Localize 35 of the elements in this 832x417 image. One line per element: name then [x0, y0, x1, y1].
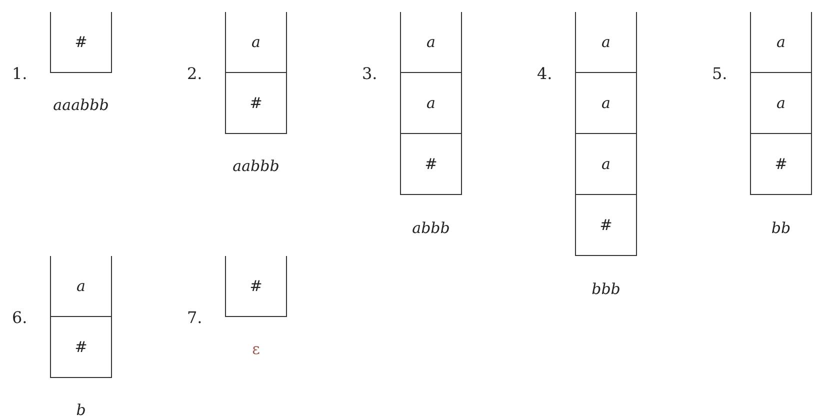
step-number: 1. [12, 64, 28, 83]
stack-cell: # [51, 12, 111, 72]
step-number: 2. [187, 64, 202, 83]
step-number: 7. [187, 308, 202, 327]
stack-cell: # [576, 194, 636, 255]
step-number: 4. [537, 64, 552, 83]
stack-cell: a [401, 72, 461, 133]
input-string: aabbb [232, 157, 280, 175]
input-string: abbb [412, 218, 450, 236]
stack-cell: # [226, 256, 286, 316]
stack [225, 12, 287, 134]
stack-cell: a [51, 256, 111, 316]
stack-cell: a [576, 12, 636, 72]
stack-cell: a [751, 12, 811, 72]
input-string: bb [771, 218, 791, 236]
stack-cell: a [226, 12, 286, 72]
step-number: 3. [362, 64, 378, 83]
stack [575, 12, 637, 256]
stack [400, 12, 462, 195]
input-string: ε [252, 340, 260, 358]
stack-cell: a [401, 12, 461, 72]
stack-cell: # [401, 133, 461, 194]
step-number: 6. [12, 308, 28, 327]
step-number: 5. [712, 64, 728, 83]
input-string: b [76, 401, 86, 417]
stack [750, 12, 812, 195]
stack-cell: # [51, 316, 111, 377]
stack-cell: # [226, 72, 286, 133]
input-string: bbb [592, 280, 620, 298]
stack [50, 256, 112, 378]
input-string: aaabbb [53, 96, 109, 114]
stack-cell: a [576, 133, 636, 194]
stack-cell: a [576, 72, 636, 133]
stack-cell: # [751, 133, 811, 194]
stack-cell: a [751, 72, 811, 133]
